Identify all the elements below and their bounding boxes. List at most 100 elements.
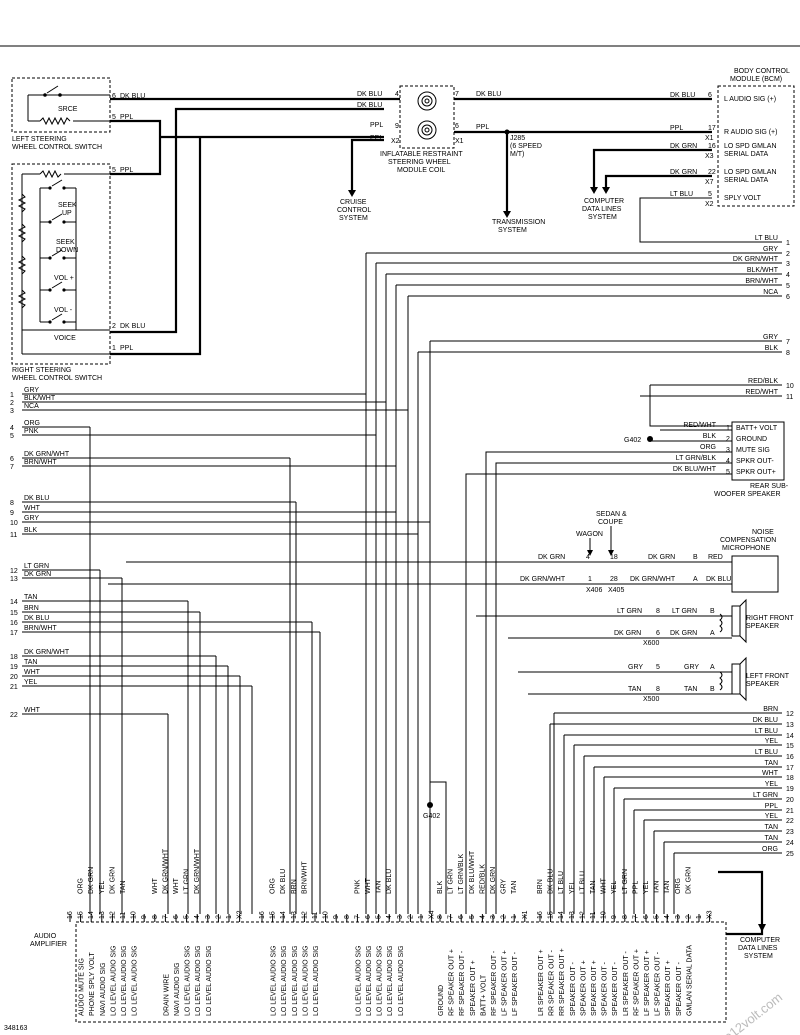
amp-pin-0-11: 5 [184, 915, 191, 919]
amp-signal-1-13: LO LEVEL AUDIO SIG [398, 945, 405, 1016]
amp-wire-3-14: DK GRN [685, 867, 692, 894]
left-ref-color-17: BRN/WHT [24, 625, 57, 632]
bcm-signal-1: R AUDIO SIG (+) [724, 129, 777, 136]
amp-pin-2-6: 2 [501, 915, 508, 919]
amp-signal-1-9: LO LEVEL AUDIO SIG [355, 945, 362, 1016]
lf-bot-pin: 8 [656, 686, 660, 693]
amp-wire-1-4: BRN/WHT [301, 861, 308, 894]
amp-pin-1-10: 6 [365, 915, 372, 919]
sedan-2: COUPE [598, 519, 623, 526]
amp-signal-3-0: LR SPEAKER OUT + [538, 949, 545, 1016]
amp-signal-0-9: DRAIN WIRE [163, 974, 170, 1016]
amp-pin-1-1: 15 [270, 911, 277, 919]
amp-wire-3-13: ORG [675, 878, 682, 894]
right-ref-num-22: 22 [786, 818, 794, 825]
x406: X406 [586, 587, 602, 594]
amp-signal-2-6: LF SPEAKER OUT + [502, 950, 509, 1016]
right-ref-color-7: GRY [763, 334, 778, 341]
amp-wire-3-0: BRN [537, 879, 544, 894]
sub-signal-0: BATT+ VOLT [736, 425, 778, 432]
diagram-id: 348163 [4, 1025, 27, 1032]
coil-x1: X1 [455, 138, 464, 145]
amp-pin-1-13: 3 [397, 915, 404, 919]
left-ref-num-16: 16 [10, 620, 18, 627]
seek-down-label-2: DOWN [56, 247, 78, 254]
amp-pin-0-0: 16 [67, 911, 74, 919]
amp-signal-3-2: RR SPEAKER OUT + [559, 948, 566, 1016]
amp-signal-0-10: NAVI AUDIO SIG [174, 962, 181, 1016]
amp-wire-0-5: TAN [120, 881, 127, 894]
right-ref-color-22: YEL [765, 813, 778, 820]
x405: X405 [608, 587, 624, 594]
amp-signal-3-10: LF SPEAKER OUT + [644, 950, 651, 1016]
lf-speaker-body [731, 663, 741, 695]
amp-wire-0-3: YEL [99, 881, 106, 894]
left-ref-color-16: DK BLU [24, 615, 49, 622]
left-switch-title-1: LEFT STEERING [12, 136, 67, 143]
bcm-signal-3: LO SPD GMLAN [724, 169, 777, 176]
right-steering-switch: SEEK UP SEEK DOWN VOL + VOL - VOICE RIGH… [11, 163, 111, 382]
right-ref-num-8: 8 [786, 350, 790, 357]
right-ref-color-15: YEL [765, 738, 778, 745]
left-ref-color-1: GRY [24, 387, 39, 394]
cruise-1: CRUISE [340, 199, 367, 206]
sw-pin-2: 2 [112, 323, 116, 330]
amp-wire-2-4: RED/BLK [479, 864, 486, 894]
left-ref-color-19: TAN [24, 659, 37, 666]
sub-wire-1: BLK [703, 433, 717, 440]
left-ref-num-14: 14 [10, 599, 18, 606]
amp-signal-3-11: LF SPEAKER OUT - [655, 951, 662, 1016]
cdl-top-2: DATA LINES [582, 206, 622, 213]
sub-signal-4: SPKR OUT+ [736, 469, 776, 476]
bcm-pin-3: 22 [708, 169, 716, 176]
right-ref-color-20: LT GRN [753, 792, 778, 799]
bcm-pin-2: 16 [708, 143, 716, 150]
right-ref-num-6: 6 [786, 294, 790, 301]
amp-pin-1-15: 1 [418, 915, 425, 919]
bcm: BODY CONTROL MODULE (BCM) L AUDIO SIG (+… [582, 68, 795, 243]
left-switch-resistor [39, 116, 71, 126]
right-ref-num-2: 2 [786, 251, 790, 258]
lf-top-pin: 5 [656, 664, 660, 671]
left-ref-num-19: 19 [10, 664, 18, 671]
right-ref-num-19: 19 [786, 786, 794, 793]
amp-pin-0-1: 15 [78, 911, 85, 919]
lf-title-1: LEFT FRONT [746, 673, 790, 680]
amp-pin-3-10: 6 [643, 915, 650, 919]
amp-wire-0-11: LT GRN [184, 869, 191, 894]
left-ref-color-20: WHT [24, 669, 41, 676]
right-ref-color-13: DK BLU [753, 717, 778, 724]
mic-r1-a: 4 [586, 554, 590, 561]
cdl-bot-3: SYSTEM [744, 953, 773, 960]
sub-title-1: REAR SUB- [750, 483, 789, 490]
amp-signal-0-11: LO LEVEL AUDIO SIG [185, 945, 192, 1016]
left-switch-box [11, 77, 111, 133]
amp-wire-1-2: DK BLU [280, 869, 287, 894]
right-ref-color-5: BRN/WHT [745, 278, 778, 285]
amp-pin-2-0: 8 [437, 915, 444, 919]
right-ref-num-24: 24 [786, 840, 794, 847]
amp-pin-1-2: 14 [280, 911, 287, 919]
left-ref-color-5: PNK [24, 428, 39, 435]
mic-r2-r: DK BLU [706, 576, 731, 583]
sub-wire-0: RED/WHT [683, 422, 716, 429]
amp-pin-0-5: 11 [120, 912, 127, 919]
right-ref-num-14: 14 [786, 733, 794, 740]
amp-signal-1-10: LO LEVEL AUDIO SIG [366, 945, 373, 1016]
amp-signal-0-5: LO LEVEL AUDIO SIG [121, 945, 128, 1016]
amp-wire-3-8: LT GRN [622, 869, 629, 894]
steering-coil: 4 7 9 6 X2 X1 INFLATABLE RESTRAINT STEER… [380, 85, 464, 174]
left-ref-color-22: WHT [24, 707, 41, 714]
cdl-top-1: COMPUTER [584, 198, 624, 205]
left-ref-num-17: 17 [10, 630, 18, 637]
trans-2: SYSTEM [498, 227, 527, 234]
right-ref-color-11: RED/WHT [745, 389, 778, 396]
amp-signal-0-2: PHONE SPLY VOLT [89, 951, 96, 1016]
amp-wire-1-9: PNK [354, 879, 361, 894]
amp-signal-3-1: RR SPEAKER OUT - [549, 949, 556, 1016]
amp-pin-0-9: 7 [162, 915, 169, 919]
coil-pin-9: 9 [395, 123, 399, 130]
amp-signal-3-4: SPEAKER OUT + [580, 960, 587, 1016]
sw-wire-dkblu: DK BLU [120, 93, 145, 100]
